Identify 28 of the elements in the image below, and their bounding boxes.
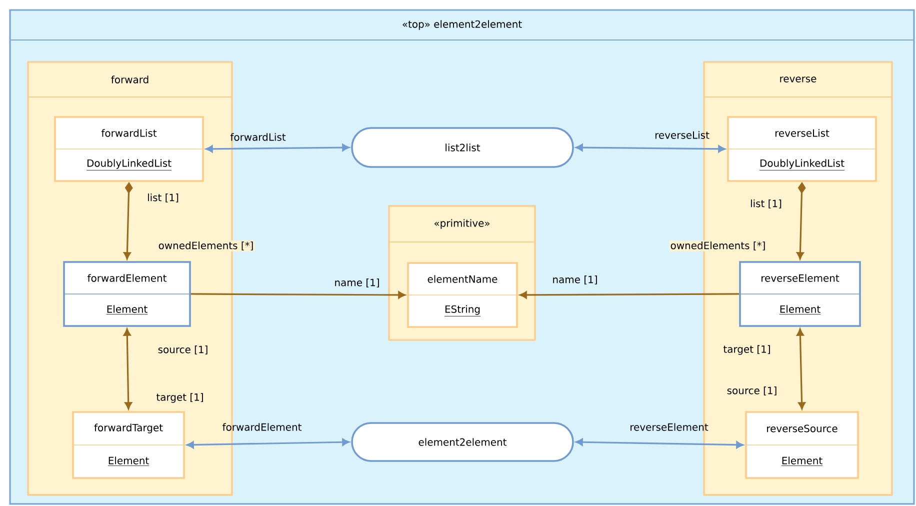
role-label: list [1] [148, 194, 178, 202]
class-box: reverseElement Element [739, 261, 861, 327]
class-box: reverseSource Element [745, 411, 859, 479]
connector-arrow [576, 144, 726, 153]
connector-arrow [124, 328, 132, 410]
connector-arrow [186, 438, 350, 448]
class-box: reverseList DoublyLinkedList [727, 116, 877, 182]
edge-label: name [1] [553, 276, 597, 284]
class-box: elementName EString [407, 262, 518, 328]
edge-label: ownedElements [*] [669, 240, 767, 252]
class-box: forwardElement Element [63, 261, 191, 327]
edge-label: forwardElement [222, 423, 302, 431]
role-label: source [1] [158, 346, 208, 354]
connector-arrow [576, 438, 744, 448]
edge-label: forwardList [230, 133, 286, 141]
edge-label: reverseElement [630, 423, 708, 431]
edge-label: ownedElements [*] [157, 240, 255, 252]
edge-label: source [1] [727, 386, 776, 396]
role-label: list [1] [750, 200, 782, 208]
edge-label: reverseList [655, 131, 710, 139]
connector-arrow [190, 291, 406, 299]
class-box: forwardTarget Element [72, 411, 185, 479]
role-label: target [1] [723, 345, 770, 355]
connector-arrow [796, 328, 806, 410]
edge-label: name [1] [335, 278, 379, 288]
connector-arrow [520, 291, 740, 299]
connector-arrow [206, 144, 350, 153]
edge-label: target [1] [156, 393, 203, 403]
